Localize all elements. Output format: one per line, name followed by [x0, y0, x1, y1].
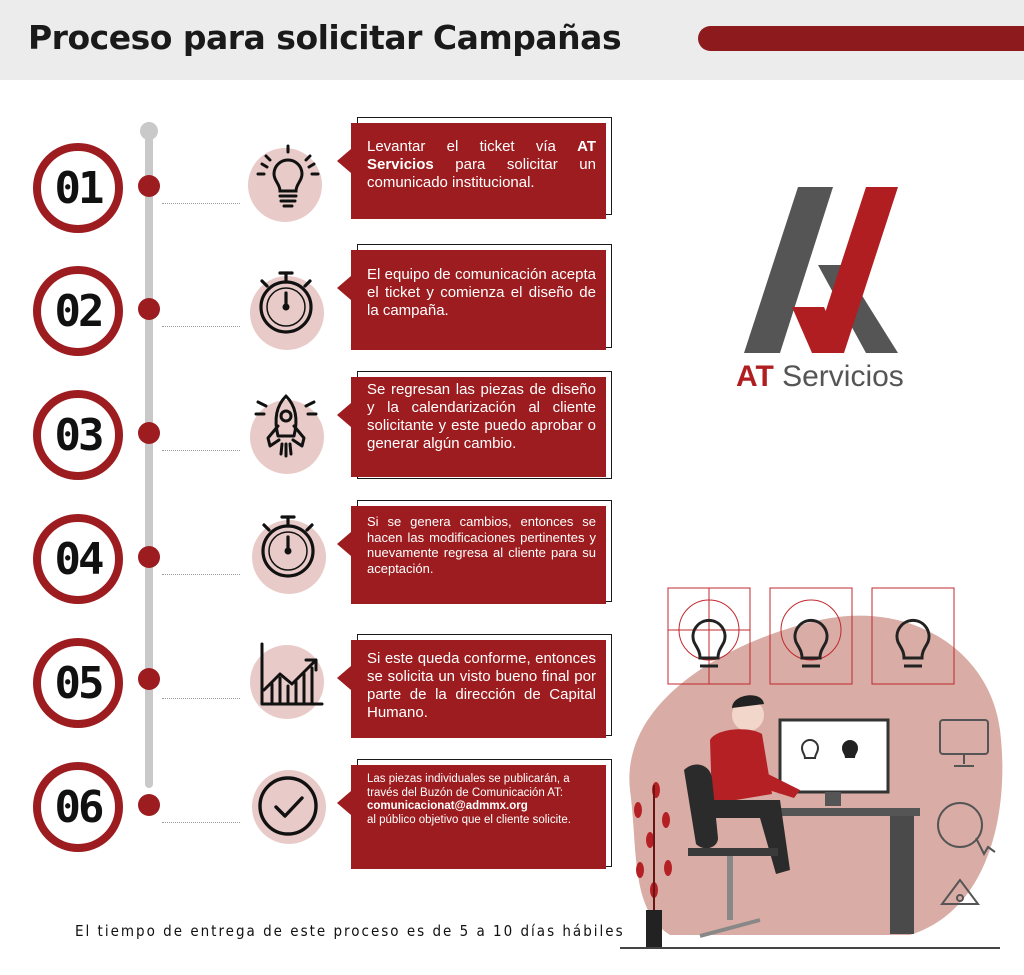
step-box-2: El equipo de comunicación acepta el tick… [337, 250, 606, 350]
step-text-1a: Levantar el ticket vía [367, 138, 578, 155]
connector-line-4 [162, 574, 240, 575]
step-text-6a: Las piezas individuales se publicarán, a… [367, 773, 570, 799]
step-number-5: 05 [33, 638, 123, 728]
connector-line-5 [162, 698, 240, 699]
header-band: Proceso para solicitar Campañas [0, 0, 1024, 80]
rocket-icon [254, 394, 318, 458]
title-accent-bar [698, 26, 1024, 51]
chart-icon [260, 642, 324, 706]
connector-line-1 [162, 203, 240, 204]
step-box-6: Las piezas individuales se publicarán, a… [337, 765, 606, 869]
page-title: Proceso para solicitar Campañas [28, 18, 622, 57]
step-number-3: 03 [33, 390, 123, 480]
timeline-dot-3 [138, 422, 160, 444]
designer-illustration [620, 587, 1003, 949]
timeline-rail [145, 130, 153, 788]
timeline-rail-cap [140, 122, 158, 140]
logo-name: Servicios [773, 360, 904, 393]
stopwatch-icon [261, 515, 315, 578]
step-box-4: Si se genera cambios, entonces se hacen … [337, 506, 606, 604]
step-box-5: Si este queda conforme, entonces se soli… [337, 640, 606, 738]
timeline-dot-6 [138, 794, 160, 816]
timeline-dot-2 [138, 298, 160, 320]
step-box-1: Levantar el ticket vía AT Servicios para… [337, 123, 606, 219]
timeline-dot-1 [138, 175, 160, 197]
icon-circle-6 [252, 770, 326, 844]
step-text-1-bold: AT Servicios [367, 138, 596, 173]
step-number-2: 02 [33, 266, 123, 356]
connector-line-6 [162, 822, 240, 823]
connector-line-2 [162, 326, 240, 327]
footer-note: El tiempo de entrega de este proceso es … [75, 922, 625, 940]
email-address: comunicacionat@admmx.org [367, 800, 528, 812]
step-number-1: 01 [33, 143, 123, 233]
logo-brand: AT [736, 360, 774, 393]
checkmark-icon [258, 776, 318, 836]
timeline-dot-4 [138, 546, 160, 568]
step-number-4: 04 [33, 514, 123, 604]
step-box-3: Se regresan las piezas de diseño y la ca… [337, 377, 606, 477]
lightbulb-icon [256, 144, 320, 208]
step-number-6: 06 [33, 762, 123, 852]
step-text-6b: al público objetivo que el cliente solic… [367, 813, 571, 826]
at-logo-mark [744, 187, 898, 353]
stopwatch-icon [259, 271, 313, 334]
logo-wordmark: AT Servicios [736, 360, 904, 394]
connector-line-3 [162, 450, 240, 451]
step-text-1b: para solicitar un comunicado institucion… [367, 156, 596, 191]
timeline-dot-5 [138, 668, 160, 690]
